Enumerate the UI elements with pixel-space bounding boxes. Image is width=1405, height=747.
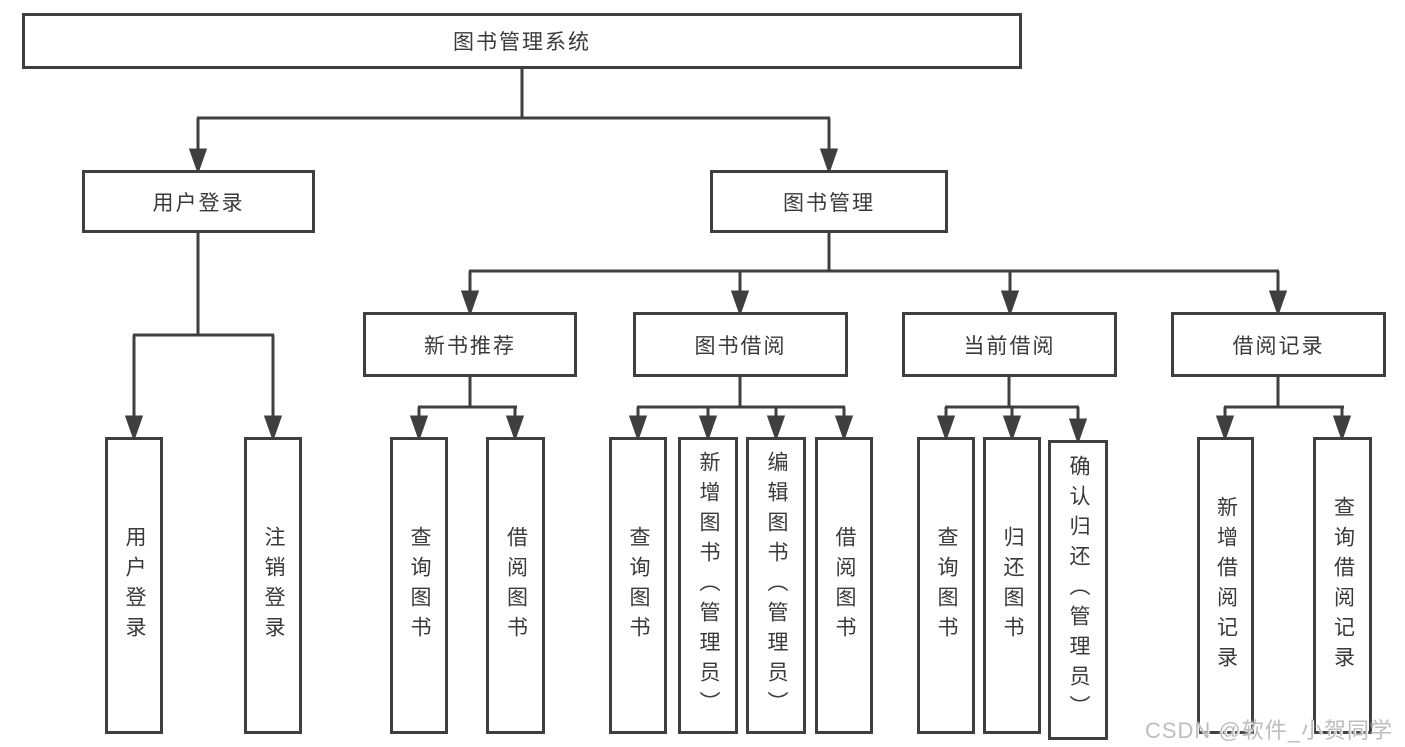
node-current-borrow-label: 当前借阅	[963, 334, 1056, 358]
leaf-bb-add-book: 新增图书（管理员）	[678, 437, 738, 734]
leaf-cb-query-book-label: 查询图书	[935, 525, 958, 646]
connector-user-login-branch	[124, 233, 283, 442]
leaf-br-add-record: 新增借阅记录	[1197, 437, 1254, 734]
node-book-mgmt-label: 图书管理	[783, 191, 875, 215]
leaf-user-login-label: 用户登录	[123, 525, 146, 646]
connector-root-to-level2	[188, 68, 839, 175]
leaf-cb-confirm-return: 确认归还（管理员）	[1048, 440, 1108, 740]
leaf-bb-edit-book: 编辑图书（管理员）	[746, 437, 806, 734]
node-borrow-records-label: 借阅记录	[1232, 334, 1325, 358]
leaf-bb-add-book-label: 新增图书（管理员）	[697, 450, 720, 721]
connector-new-book-branch	[409, 377, 525, 442]
leaf-cb-return-book: 归还图书	[983, 437, 1041, 734]
leaf-cb-query-book: 查询图书	[917, 437, 975, 734]
connector-borrow-records-branch	[1215, 377, 1352, 442]
leaf-cb-return-book-label: 归还图书	[1001, 525, 1024, 646]
leaf-nb-borrow-book-label: 借阅图书	[504, 525, 528, 646]
leaf-bb-query-book-label: 查询图书	[627, 525, 650, 646]
node-book-borrow-label: 图书借阅	[694, 334, 787, 358]
leaf-br-query-record: 查询借阅记录	[1313, 437, 1372, 734]
node-new-book-rec: 新书推荐	[363, 312, 577, 377]
leaf-bb-borrow-book: 借阅图书	[815, 437, 873, 734]
leaf-logout: 注销登录	[244, 437, 302, 734]
node-new-book-rec-label: 新书推荐	[424, 334, 516, 358]
leaf-bb-borrow-book-label: 借阅图书	[833, 525, 856, 646]
node-book-borrow: 图书借阅	[633, 312, 848, 377]
connector-book-mgmt-branch	[460, 233, 1288, 317]
node-user-login-label: 用户登录	[152, 191, 245, 215]
leaf-br-query-record-label: 查询借阅记录	[1331, 495, 1355, 676]
connector-current-borrow-branch	[936, 377, 1088, 445]
node-current-borrow: 当前借阅	[902, 312, 1117, 377]
leaf-bb-query-book: 查询图书	[609, 437, 667, 734]
connector-book-borrow-branch	[628, 377, 854, 442]
leaf-nb-borrow-book: 借阅图书	[486, 437, 545, 734]
node-root-label: 图书管理系统	[453, 31, 591, 54]
node-borrow-records: 借阅记录	[1171, 312, 1386, 377]
node-root: 图书管理系统	[22, 13, 1022, 69]
leaf-cb-confirm-return-label: 确认归还（管理员）	[1067, 455, 1090, 725]
leaf-nb-query-book-label: 查询图书	[408, 525, 431, 646]
leaf-bb-edit-book-label: 编辑图书（管理员）	[765, 450, 788, 721]
leaf-user-login: 用户登录	[105, 437, 163, 734]
leaf-br-add-record-label: 新增借阅记录	[1214, 495, 1238, 676]
leaf-logout-label: 注销登录	[262, 525, 285, 646]
leaf-nb-query-book: 查询图书	[390, 437, 448, 734]
node-user-login: 用户登录	[82, 170, 315, 233]
node-book-mgmt: 图书管理	[710, 170, 948, 233]
csdn-watermark: CSDN @软件_小贺同学	[1144, 718, 1393, 743]
